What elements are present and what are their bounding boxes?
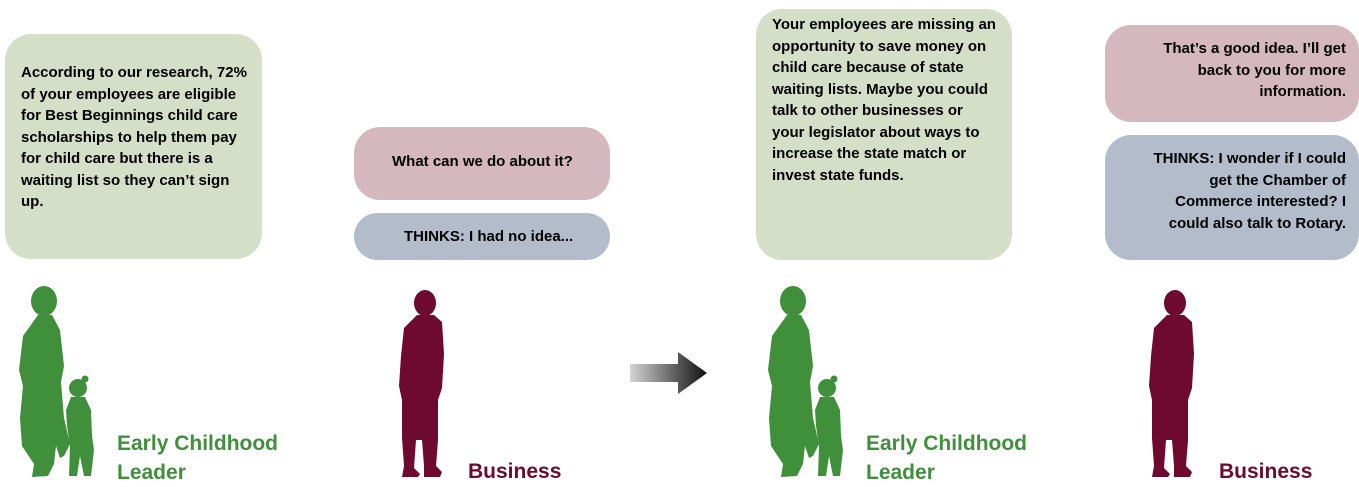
- leader-speech-text-2: Your employees are missing an opportunit…: [772, 16, 996, 184]
- business-thought-bubble-1: THINKS: I had no idea...: [354, 213, 610, 260]
- business-speech-bubble-1: What can we do about it?: [354, 127, 610, 200]
- business-speech-text-2: That’s a good idea. I’ll get back to you…: [1163, 40, 1346, 100]
- leader-label-text-2: Early Childhood Leader: [866, 432, 1028, 484]
- leader-figure-icon: [19, 286, 94, 477]
- business-figure-icon: [399, 290, 444, 477]
- leader-speech-text-1: According to our research, 72% of your e…: [21, 64, 247, 210]
- business-speech-bubble-2: That’s a good idea. I’ll get back to you…: [1105, 25, 1359, 122]
- leader-label-1: Early Childhood Leader: [117, 429, 297, 487]
- leader-label-2: Early Childhood Leader: [866, 429, 1046, 487]
- business-label-text-1: Business: [468, 460, 562, 483]
- leader-speech-bubble-1: According to our research, 72% of your e…: [5, 34, 262, 259]
- business-thought-text-1: THINKS: I had no idea...: [404, 228, 574, 245]
- business-label-text-2: Business: [1219, 460, 1313, 483]
- business-thought-text-2: THINKS: I wonder if I could get the Cham…: [1153, 150, 1347, 232]
- business-label-1: Business: [468, 457, 561, 486]
- leader-speech-bubble-2: Your employees are missing an opportunit…: [756, 9, 1012, 260]
- leader-figure-icon: [768, 286, 843, 477]
- business-thought-bubble-2: THINKS: I wonder if I could get the Cham…: [1105, 135, 1359, 260]
- business-speech-text-1: What can we do about it?: [392, 153, 573, 170]
- business-label-2: Business: [1219, 457, 1312, 486]
- leader-label-text-1: Early Childhood Leader: [117, 432, 279, 484]
- business-figure-icon: [1149, 290, 1194, 477]
- right-arrow-icon: [630, 352, 707, 394]
